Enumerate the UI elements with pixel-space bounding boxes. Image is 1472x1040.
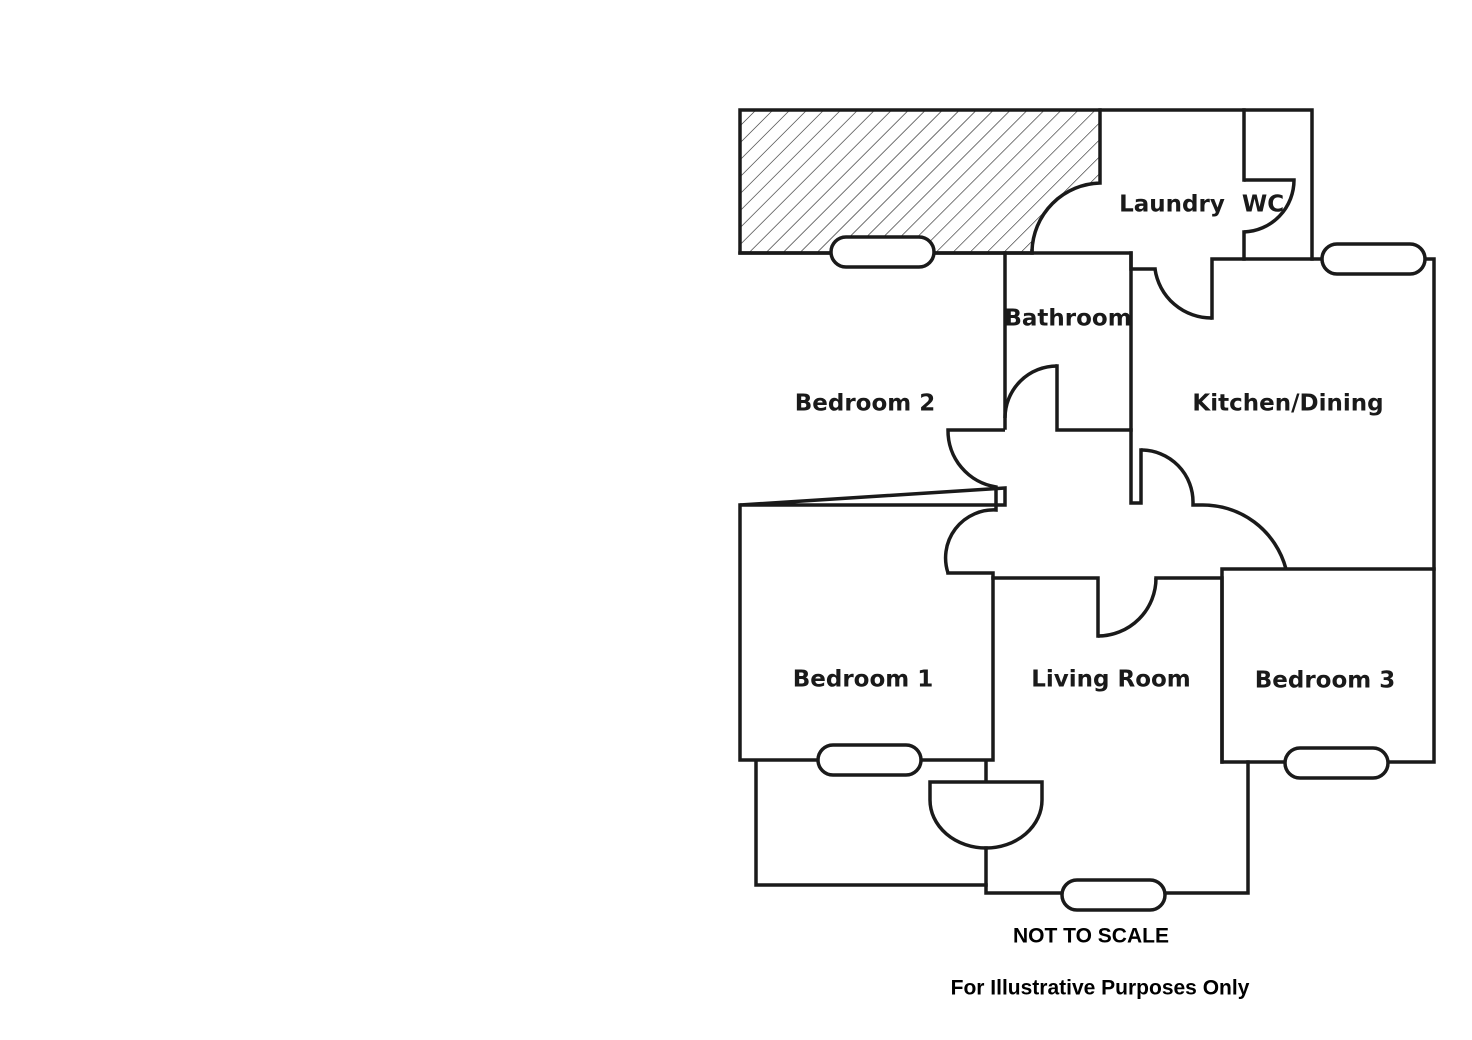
window-bedroom-2 [829,235,936,269]
laundry-wall [1098,108,1314,261]
kitchen-wall [1129,251,1436,571]
bathroom-wall [1003,251,1133,432]
bathroom-door [1003,364,1058,419]
room-label-bedroom-2: Bedroom 2 [795,391,936,417]
kitchen-left-wall [1129,428,1143,505]
room-label-bathroom: Bathroom [1004,306,1131,332]
window-bedroom-3 [1283,746,1390,780]
room-label-bedroom-1: Bedroom 1 [793,667,934,693]
room-label-kitchen-dining: Kitchen/Dining [1192,391,1383,417]
living-room-wall [984,576,1250,895]
wc-door [1243,178,1296,234]
room-label-laundry: Laundry [1119,192,1225,218]
room-label-bedroom-3: Bedroom 3 [1255,668,1396,694]
room-label-living-room: Living Room [1031,667,1191,693]
bedroom-1-wall [738,503,995,762]
entry-wall [754,760,988,887]
entry-door [928,780,1044,850]
bedroom-1-door [943,505,998,574]
bedroom-3-wall [1220,567,1436,764]
window-kitchen [1320,242,1427,276]
room-label-wc: WC [1242,192,1284,218]
window-living-room [1060,878,1167,912]
laundry-door [1153,268,1213,320]
disclaimer-note: For Illustrative Purposes Only [951,977,1250,1000]
bedroom-2-door [946,428,1005,505]
bedroom-2-wall [738,251,1007,507]
scale-note: NOT TO SCALE [1013,925,1169,948]
hatched-area [738,108,1102,255]
kitchen-door [1140,448,1288,570]
living-room-door [1097,577,1158,638]
window-bedroom-1 [816,743,923,777]
